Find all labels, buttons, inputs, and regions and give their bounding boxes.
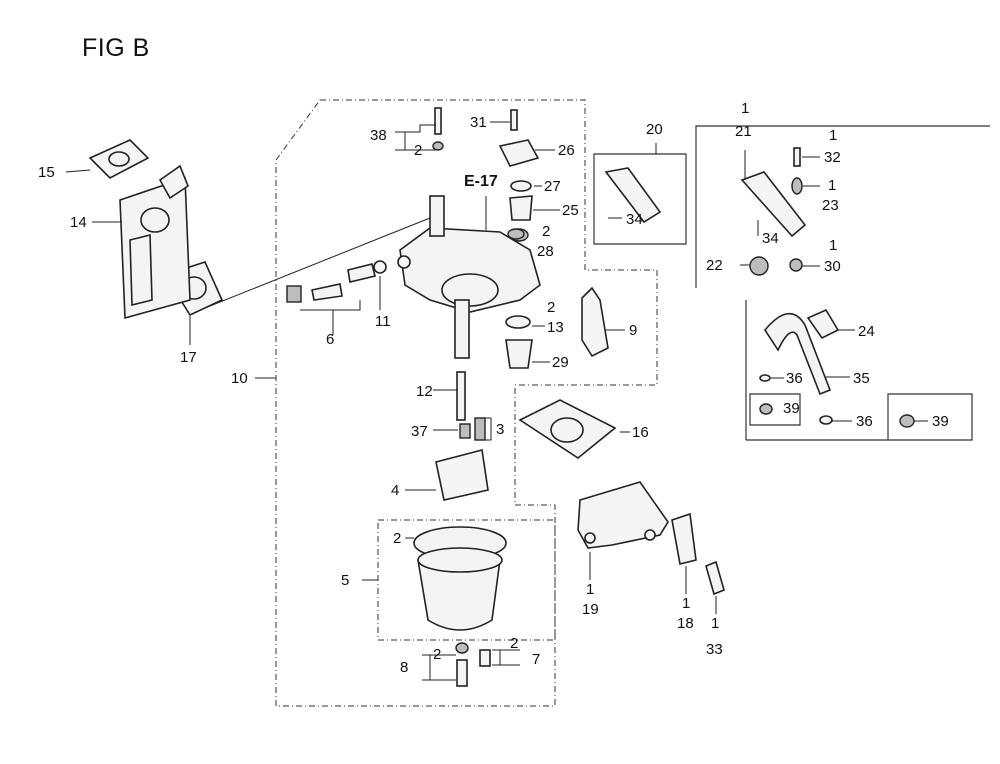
callout-34-a: 34: [626, 211, 643, 228]
callout-14: 14: [70, 214, 87, 231]
callout-19: 19: [582, 601, 599, 618]
callout-1-32: 1: [829, 127, 837, 144]
callout-29: 29: [552, 354, 569, 371]
callout-2-38: 2: [414, 142, 422, 159]
callout-1-30: 1: [829, 237, 837, 254]
callout-35: 35: [853, 370, 870, 387]
callout-30: 30: [824, 258, 841, 275]
gasket-15: [88, 139, 150, 179]
callout-21: 21: [735, 123, 752, 140]
lever-18: [671, 512, 697, 565]
callout-1-23: 1: [828, 177, 836, 194]
callout-36-a: 36: [786, 370, 803, 387]
callout-15: 15: [38, 164, 55, 181]
callout-2-13: 2: [547, 299, 555, 316]
float-bowl-assembly: [413, 449, 507, 687]
float-9: [581, 286, 609, 358]
callout-labels: 15 14 17 6 11 10 38 2 31 26 27 25 2 28 2…: [38, 100, 949, 676]
callout-5: 5: [341, 572, 349, 589]
callout-2-8: 2: [433, 646, 441, 663]
reference-label: E-17: [464, 173, 498, 190]
figure-title: FIG B: [82, 34, 150, 62]
callout-1-18: 1: [682, 595, 690, 612]
callout-9: 9: [629, 322, 637, 339]
callout-2-5: 2: [393, 530, 401, 547]
callout-28: 28: [537, 243, 554, 260]
callout-1-19: 1: [586, 581, 594, 598]
callout-10: 10: [231, 370, 248, 387]
callout-12: 12: [416, 383, 433, 400]
callout-2-7: 2: [510, 635, 518, 652]
callout-39-b: 39: [932, 413, 949, 430]
needle-and-jets: [456, 315, 533, 441]
gasket-16: [518, 399, 617, 459]
callout-25: 25: [562, 202, 579, 219]
callout-38: 38: [370, 127, 387, 144]
callout-11: 11: [375, 313, 391, 330]
callout-4: 4: [391, 482, 399, 499]
callout-7: 7: [532, 651, 540, 668]
callout-18: 18: [677, 615, 694, 632]
bracket-19: [577, 481, 669, 549]
leader-lines: [65, 121, 928, 681]
bracket-14: [119, 164, 191, 320]
callout-17: 17: [180, 349, 197, 366]
top-valve-parts: [432, 107, 540, 240]
callout-8: 8: [400, 659, 408, 676]
callout-16: 16: [632, 424, 649, 441]
callout-1-33: 1: [711, 615, 719, 632]
tube-35: [759, 308, 915, 428]
callout-31: 31: [470, 114, 487, 131]
callout-27: 27: [544, 178, 561, 195]
callout-39-a: 39: [783, 400, 800, 417]
callout-13: 13: [547, 319, 564, 336]
callout-26: 26: [558, 142, 575, 159]
callout-1-21: 1: [741, 100, 749, 117]
callout-6: 6: [326, 331, 334, 348]
bolt-33: [705, 560, 725, 596]
callout-3: 3: [496, 421, 504, 438]
callout-22: 22: [706, 257, 723, 274]
lever-21-assembly: [740, 147, 807, 276]
assembly-frames: [275, 99, 990, 707]
callout-36-b: 36: [856, 413, 873, 430]
lever-20: [604, 167, 662, 224]
callout-23: 23: [822, 197, 839, 214]
callout-37: 37: [411, 423, 428, 440]
callout-20: 20: [646, 121, 663, 138]
callout-32: 32: [824, 149, 841, 166]
callout-33: 33: [706, 641, 723, 658]
callout-24: 24: [858, 323, 875, 340]
callout-34-b: 34: [762, 230, 779, 247]
callout-2-28: 2: [542, 223, 550, 240]
screw-set-6: [286, 255, 411, 303]
